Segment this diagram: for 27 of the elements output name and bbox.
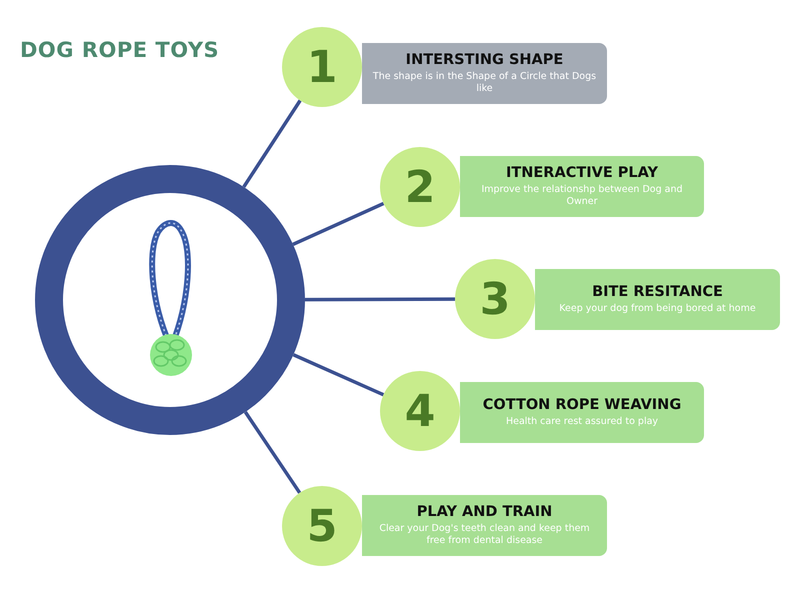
card-description: Clear your Dog's teeth clean and keep them free from dental disease: [378, 523, 591, 547]
step-number: 2: [404, 162, 436, 212]
feature-card: [535, 269, 780, 330]
step-number: 3: [480, 274, 510, 324]
card-title: PLAY AND TRAIN: [416, 504, 552, 520]
card-title: ITNERACTIVE PLAY: [506, 165, 658, 182]
card-description: Improve the relationshp between Dog and Owner: [480, 184, 684, 208]
ring: [35, 165, 305, 435]
connector-line: [292, 353, 384, 396]
card-description: Keep your dog from being bored at home: [559, 303, 756, 315]
feature-card: [460, 382, 704, 443]
card-description: The shape is in the Shape of a Circle that Dogs like: [372, 71, 597, 95]
step-number: 1: [306, 42, 338, 92]
step-number: 5: [306, 500, 338, 552]
card-title: BITE RESITANCE: [592, 284, 723, 300]
connector-line: [242, 100, 302, 188]
connector-line: [305, 297, 455, 302]
card-title: COTTON ROPE WEAVING: [482, 397, 682, 414]
feature-card: [460, 156, 704, 217]
heading: DOG ROPE TOYS: [20, 38, 220, 62]
card-description: Health care rest assured to play: [506, 416, 658, 428]
feature-card: [362, 43, 607, 104]
feature-card: [362, 495, 607, 556]
connector-line: [244, 411, 302, 494]
connector-line: [292, 202, 384, 246]
card-title: INTERSTING SHAPE: [406, 52, 564, 68]
step-number: 4: [404, 386, 436, 436]
